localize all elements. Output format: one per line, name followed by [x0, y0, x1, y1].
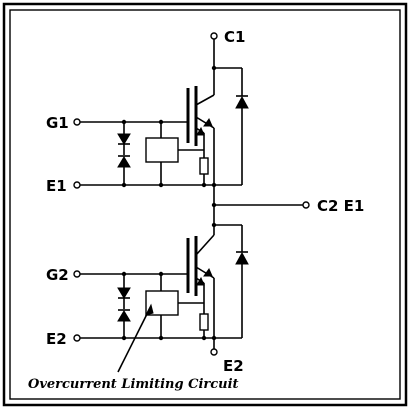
e2-bottom-terminal [210, 348, 218, 356]
c1-terminal [210, 32, 218, 40]
annotation-pointer [117, 307, 151, 373]
c2e1-label: C2 E1 [317, 197, 364, 215]
e1-terminal [73, 181, 81, 189]
e2-left-label: E2 [46, 330, 67, 348]
upper-sense-resistor [199, 157, 209, 175]
upper-igbt-module [73, 32, 249, 189]
g1-terminal [73, 118, 81, 126]
overcurrent-annotation: Overcurrent Limiting Circuit [28, 377, 239, 392]
upper-zener-2 [117, 156, 131, 168]
g1-label: G1 [46, 114, 69, 132]
g2-terminal [73, 270, 81, 278]
c2e1-terminal [302, 201, 310, 209]
upper-zener-1 [117, 133, 131, 145]
e2-bottom-label: E2 [223, 357, 244, 375]
upper-freewheel-diode [235, 95, 249, 109]
e1-label: E1 [46, 177, 67, 195]
lower-zener-2 [117, 310, 131, 322]
e2-left-terminal [73, 334, 81, 342]
lower-sense-resistor [199, 313, 209, 331]
c1-label: C1 [224, 28, 245, 46]
lower-zener-1 [117, 287, 131, 299]
lower-freewheel-diode [235, 251, 249, 265]
g2-label: G2 [46, 266, 69, 284]
inner-frame [9, 9, 401, 400]
upper-overcurrent-circuit [145, 137, 179, 163]
lower-igbt-module [73, 222, 249, 356]
